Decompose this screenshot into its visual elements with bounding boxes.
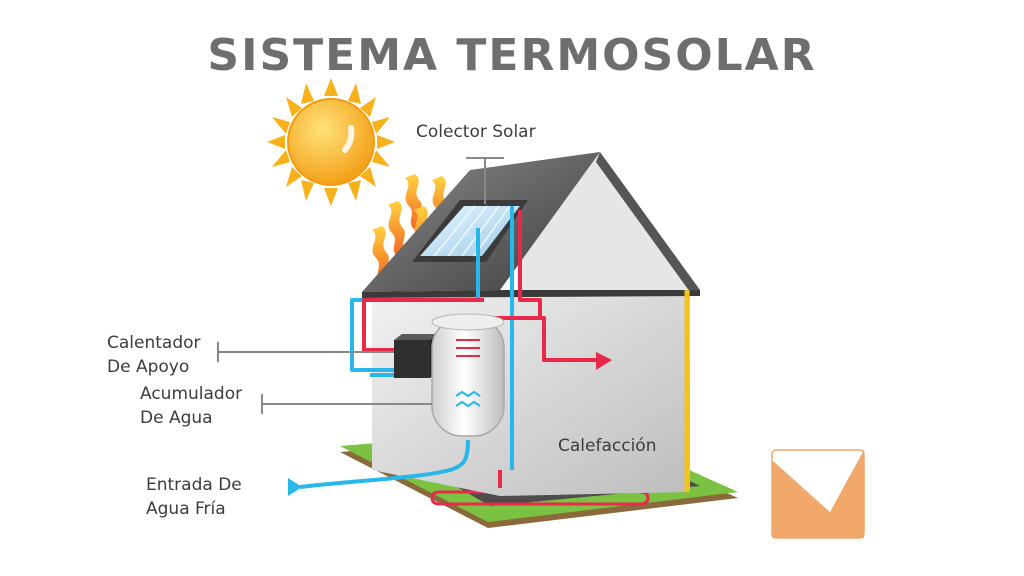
label-entrada-line1: Entrada De — [146, 475, 242, 495]
label-acumulador-line1: Acumulador — [140, 384, 243, 404]
label-calefaccion: Calefacción — [558, 436, 657, 456]
hot-outlet-arrow — [596, 352, 612, 370]
label-colector-solar: Colector Solar — [416, 122, 536, 142]
label-calentador-line1: Calentador — [107, 333, 201, 353]
sun-icon — [267, 78, 395, 206]
label-entrada-line2: Agua Fría — [146, 499, 226, 519]
page-title: SISTEMA TERMOSOLAR — [207, 30, 817, 81]
label-calentador-line2: De Apoyo — [107, 357, 190, 377]
leader-lines — [217, 157, 504, 414]
label-acumulador-line2: De Agua — [140, 408, 213, 428]
cold-inlet-arrow — [288, 478, 302, 496]
water-tank — [431, 313, 505, 437]
brand-logo-icon — [771, 449, 865, 539]
pipes — [299, 206, 690, 492]
solar-collector — [412, 200, 528, 262]
